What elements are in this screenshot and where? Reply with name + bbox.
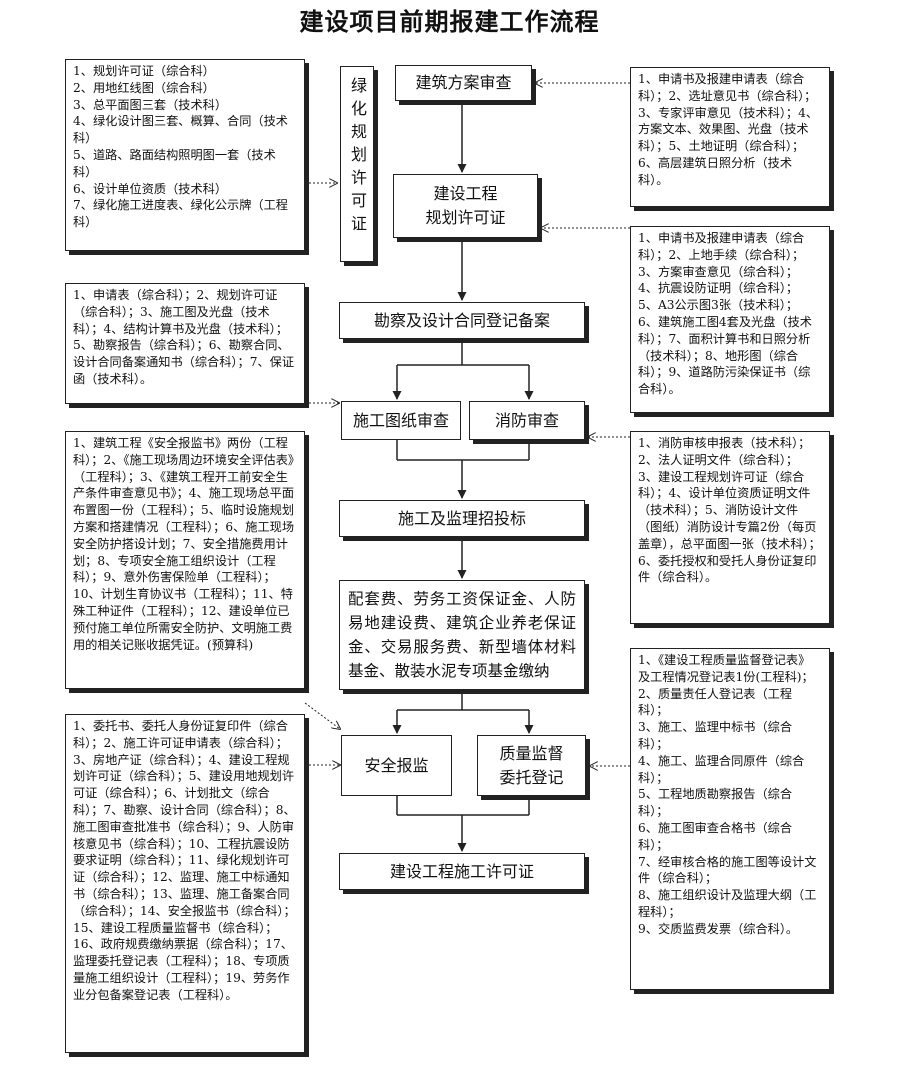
step-fee-payment: 配套费、劳务工资保证金、人防易地建设费、建筑企业养老保证金、交易服务费、新型墙体…: [339, 580, 585, 690]
step-construction-permit-label: 建设工程施工许可证: [389, 861, 534, 881]
step-construction-drawing-review-label: 施工图纸审查: [352, 410, 449, 430]
note-green-permit-materials: 1、规划许可证（综合科） 2、用地红线图（综合科） 3、总平面图三套（技术科） …: [65, 59, 305, 251]
page-title: 建设项目前期报建工作流程: [299, 8, 600, 36]
note-architectural-review-materials: 1、申请书及报建申请表（综合科）；2、选址意见书（综合科）；3、专家评审意见（技…: [630, 67, 830, 207]
step-survey-design-filing-label: 勘察及设计合同登记备案: [373, 310, 550, 330]
step-quality-supervision: 质量监督 委托登记: [477, 735, 586, 796]
green-planning-permit-label: 绿化规划许可证: [348, 77, 367, 238]
step-architectural-review-label: 建筑方案审查: [415, 73, 512, 92]
note-planning-permit-text: 1、申请书及报建申请表（综合科）；2、上地手续（综合科）； 3、方案审查意见（综…: [638, 231, 812, 397]
step-planning-permit-line1: 建设工程: [433, 184, 498, 203]
note-quality-supervision-text: 1、《建设工程质量监督登记表》及工程情况登记表1份(工程科)； 2、质量责任人登…: [638, 653, 817, 936]
step-survey-design-filing: 勘察及设计合同登记备案: [339, 302, 585, 339]
step-fire-review: 消防审查: [469, 401, 585, 440]
note-drawing-review-materials: 1、申请表（综合科）；2、规划许可证（综合科）；3、施工图及光盘（技术科）；4、…: [65, 283, 305, 404]
note-quality-supervision-materials: 1、《建设工程质量监督登记表》及工程情况登记表1份(工程科)； 2、质量责任人登…: [630, 648, 830, 990]
step-bidding-label: 施工及监理招投标: [397, 508, 526, 528]
step-safety-registration: 安全报监: [341, 735, 452, 796]
note-fire-review-materials: 1、消防审核申报表（技术科）； 2、法人证明文件（综合科）； 3、建设工程规划许…: [630, 431, 830, 624]
note-construction-permit-materials: 1、委托书、委托人身份证复印件（综合科）；2、施工许可证申请表（综合科）；3、房…: [65, 714, 305, 1053]
note-construction-permit-text: 1、委托书、委托人身份证复印件（综合科）；2、施工许可证申请表（综合科）；3、房…: [73, 719, 296, 1002]
step-safety-registration-label: 安全报监: [364, 755, 429, 775]
step-planning-permit-line2: 规划许可证: [425, 208, 506, 227]
step-quality-supervision-line1: 质量监督: [499, 743, 564, 763]
step-quality-supervision-line2: 委托登记: [499, 767, 564, 787]
note-fire-review-text: 1、消防审核申报表（技术科）； 2、法人证明文件（综合科）； 3、建设工程规划许…: [638, 436, 821, 585]
green-planning-permit: 绿化规划许可证: [340, 66, 374, 262]
step-planning-permit: 建设工程 规划许可证: [393, 174, 538, 238]
dotted-left3-to-step7: [304, 702, 340, 729]
step-fire-review-label: 消防审查: [494, 410, 559, 430]
note-green-permit-text: 1、规划许可证（综合科） 2、用地红线图（综合科） 3、总平面图三套（技术科） …: [73, 64, 288, 230]
note-drawing-review-text: 1、申请表（综合科）；2、规划许可证（综合科）；3、施工图及光盘（技术科）；4、…: [73, 288, 295, 386]
step-fee-payment-label: 配套费、劳务工资保证金、人防易地建设费、建筑企业养老保证金、交易服务费、新型墙体…: [348, 590, 576, 680]
step-construction-permit: 建设工程施工许可证: [339, 853, 585, 890]
step-architectural-review: 建筑方案审查: [395, 65, 532, 101]
note-safety-registration-text: 1、建筑工程《安全报监书》两份（工程科）；2、《施工现场周边环境安全评估表》（工…: [73, 436, 295, 652]
step-bidding: 施工及监理招投标: [339, 500, 585, 537]
note-safety-registration-materials: 1、建筑工程《安全报监书》两份（工程科）；2、《施工现场周边环境安全评估表》（工…: [65, 431, 305, 689]
note-architectural-review-text: 1、申请书及报建申请表（综合科）；2、选址意见书（综合科）；3、专家评审意见（技…: [638, 72, 819, 187]
step-construction-drawing-review: 施工图纸审查: [341, 401, 461, 440]
note-planning-permit-materials: 1、申请书及报建申请表（综合科）；2、上地手续（综合科）； 3、方案审查意见（综…: [630, 226, 830, 413]
